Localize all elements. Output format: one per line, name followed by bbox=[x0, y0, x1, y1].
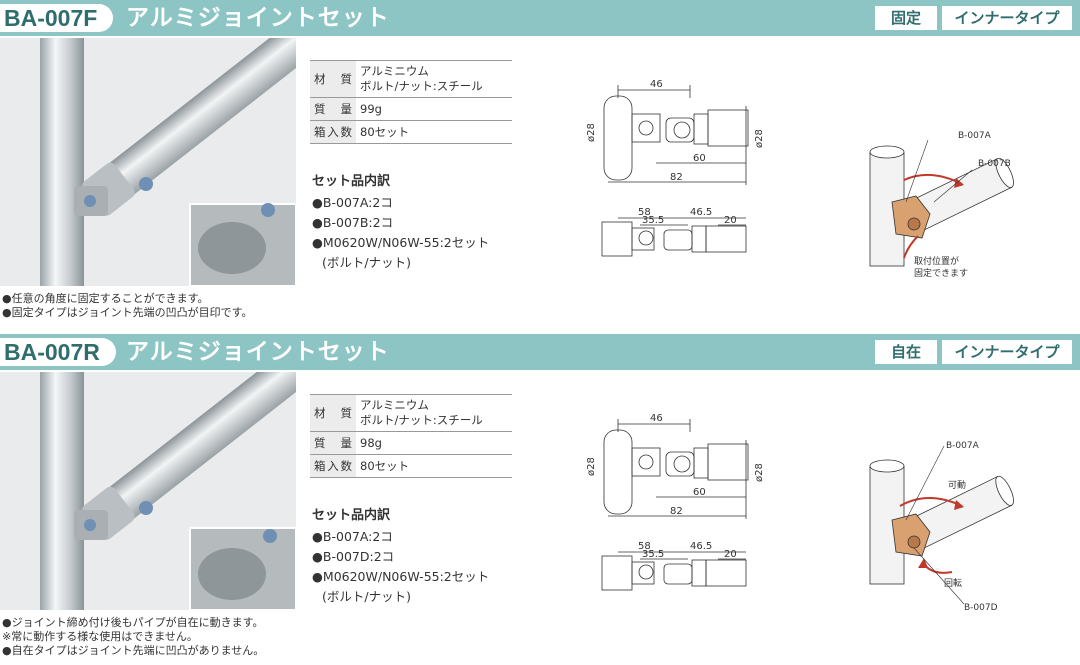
product-code: BA-007R bbox=[0, 338, 116, 366]
label-b-007a: B-007A bbox=[958, 131, 992, 141]
dim-d-left: ø28 bbox=[586, 123, 597, 142]
dim-d-left: ø28 bbox=[586, 457, 597, 476]
section-header: BA-007R アルミジョイントセット 自在 インナータイプ bbox=[0, 334, 1080, 370]
dim-46: 46 bbox=[650, 79, 663, 90]
dim-35-5: 35.5 bbox=[642, 549, 664, 560]
dim-60: 60 bbox=[693, 153, 706, 164]
product-photo bbox=[0, 38, 296, 286]
set-item: ●B-007A:2コ bbox=[312, 529, 393, 544]
spec-label: 質量 bbox=[310, 97, 356, 121]
dim-35-5: 35.5 bbox=[642, 215, 664, 226]
spec-value: 99g bbox=[356, 97, 512, 121]
assembly-diagram: B-007A B-007B 取付位置が 固定できます bbox=[869, 131, 1014, 279]
set-title: セット品内訳 bbox=[312, 508, 391, 523]
label-b-007a: B-007A bbox=[946, 441, 980, 451]
dim-46-5: 46.5 bbox=[690, 207, 712, 218]
set-item: (ボルト/ナット) bbox=[322, 589, 411, 604]
product-title: アルミジョイントセット bbox=[126, 339, 390, 365]
spec-value: 98g bbox=[356, 431, 512, 455]
dim-20: 20 bbox=[724, 549, 737, 560]
type-tag-fixed: 固定 bbox=[875, 6, 937, 30]
type-tag-inner: インナータイプ bbox=[942, 6, 1072, 30]
assembly-diagram: B-007A 可動 回転 B-007D bbox=[869, 441, 1014, 613]
label-movable: 可動 bbox=[948, 480, 966, 491]
set-contents: セット品内訳 ●B-007A:2コ ●B-007B:2コ ●M0620W/N06… bbox=[312, 172, 489, 273]
spec-value-line: アルミニウム bbox=[360, 398, 429, 412]
spec-label: 材質 bbox=[310, 60, 356, 98]
assembly-note-2: 固定できます bbox=[914, 267, 968, 279]
dimension-drawing: 46 60 82 ø28 ø28 58 46.5 35.5 20 bbox=[586, 413, 765, 591]
note-line: ●任意の角度に固定することができます。 bbox=[2, 292, 209, 305]
label-rotate: 回転 bbox=[944, 578, 962, 589]
spec-label: 箱入数 bbox=[310, 454, 356, 478]
note-line: ●ジョイント締め付け後もパイプが自在に動きます。 bbox=[2, 616, 264, 629]
label-b-007b: B-007B bbox=[978, 159, 1011, 169]
product-section-ba-007f: BA-007F アルミジョイントセット 固定 インナータイプ bbox=[0, 0, 1080, 332]
feature-notes: ●任意の角度に固定することができます。 ●固定タイプはジョイント先端の凹凸が目印… bbox=[2, 292, 253, 320]
spec-table: 材質 アルミニウム ボルト/ナット:スチール 質量 98g 箱入数 80セット bbox=[310, 394, 512, 478]
set-item: ●B-007D:2コ bbox=[312, 549, 395, 564]
label-b-007d: B-007D bbox=[964, 603, 998, 613]
spec-value: 80セット bbox=[356, 120, 512, 144]
note-line: ※常に動作する様な使用はできません。 bbox=[2, 630, 198, 643]
set-item: ●B-007B:2コ bbox=[312, 215, 394, 230]
spec-table: 材質 アルミニウム ボルト/ナット:スチール 質量 99g 箱入数 80セット bbox=[310, 60, 512, 144]
dim-58: 58 bbox=[638, 541, 651, 552]
dim-d-right: ø28 bbox=[754, 129, 765, 148]
product-section-ba-007r: BA-007R アルミジョイントセット 自在 インナータイプ bbox=[0, 334, 1080, 665]
spec-label: 材質 bbox=[310, 394, 356, 432]
spec-value-line: アルミニウム bbox=[360, 64, 429, 78]
dim-46-5: 46.5 bbox=[690, 541, 712, 552]
dim-82: 82 bbox=[670, 506, 683, 517]
spec-label: 箱入数 bbox=[310, 120, 356, 144]
set-item: ●M0620W/N06W-55:2セット bbox=[312, 235, 490, 250]
spec-value-line: ボルト/ナット:スチール bbox=[360, 79, 483, 93]
spec-value-line: ボルト/ナット:スチール bbox=[360, 413, 483, 427]
spec-value: アルミニウム ボルト/ナット:スチール bbox=[356, 394, 512, 432]
assembly-note-1: 取付位置が bbox=[914, 255, 959, 267]
dimension-drawing: 46 60 82 ø28 ø28 58 46.5 35.5 20 bbox=[586, 79, 765, 257]
set-contents: セット品内訳 ●B-007A:2コ ●B-007D:2コ ●M0620W/N06… bbox=[312, 506, 489, 607]
dim-46: 46 bbox=[650, 413, 663, 424]
section-header: BA-007F アルミジョイントセット 固定 インナータイプ bbox=[0, 0, 1080, 36]
set-item: (ボルト/ナット) bbox=[322, 255, 411, 270]
feature-notes: ●ジョイント締め付け後もパイプが自在に動きます。 ※常に動作する様な使用はできま… bbox=[2, 616, 264, 658]
product-title: アルミジョイントセット bbox=[126, 5, 390, 31]
dim-58: 58 bbox=[638, 207, 651, 218]
product-photo bbox=[0, 372, 296, 610]
dim-d-right: ø28 bbox=[754, 463, 765, 482]
set-item: ●M0620W/N06W-55:2セット bbox=[312, 569, 490, 584]
product-code: BA-007F bbox=[0, 4, 114, 32]
spec-label: 質量 bbox=[310, 431, 356, 455]
note-line: ●固定タイプはジョイント先端の凹凸が目印です。 bbox=[2, 306, 253, 319]
set-item: ●B-007A:2コ bbox=[312, 195, 393, 210]
type-tag-inner: インナータイプ bbox=[942, 340, 1072, 364]
spec-value: アルミニウム ボルト/ナット:スチール bbox=[356, 60, 512, 98]
dim-20: 20 bbox=[724, 215, 737, 226]
spec-value: 80セット bbox=[356, 454, 512, 478]
type-tag-free: 自在 bbox=[875, 340, 937, 364]
dim-60: 60 bbox=[693, 487, 706, 498]
dim-82: 82 bbox=[670, 172, 683, 183]
note-line: ●自在タイプはジョイント先端に凹凸がありません。 bbox=[2, 644, 265, 657]
set-title: セット品内訳 bbox=[312, 174, 391, 189]
